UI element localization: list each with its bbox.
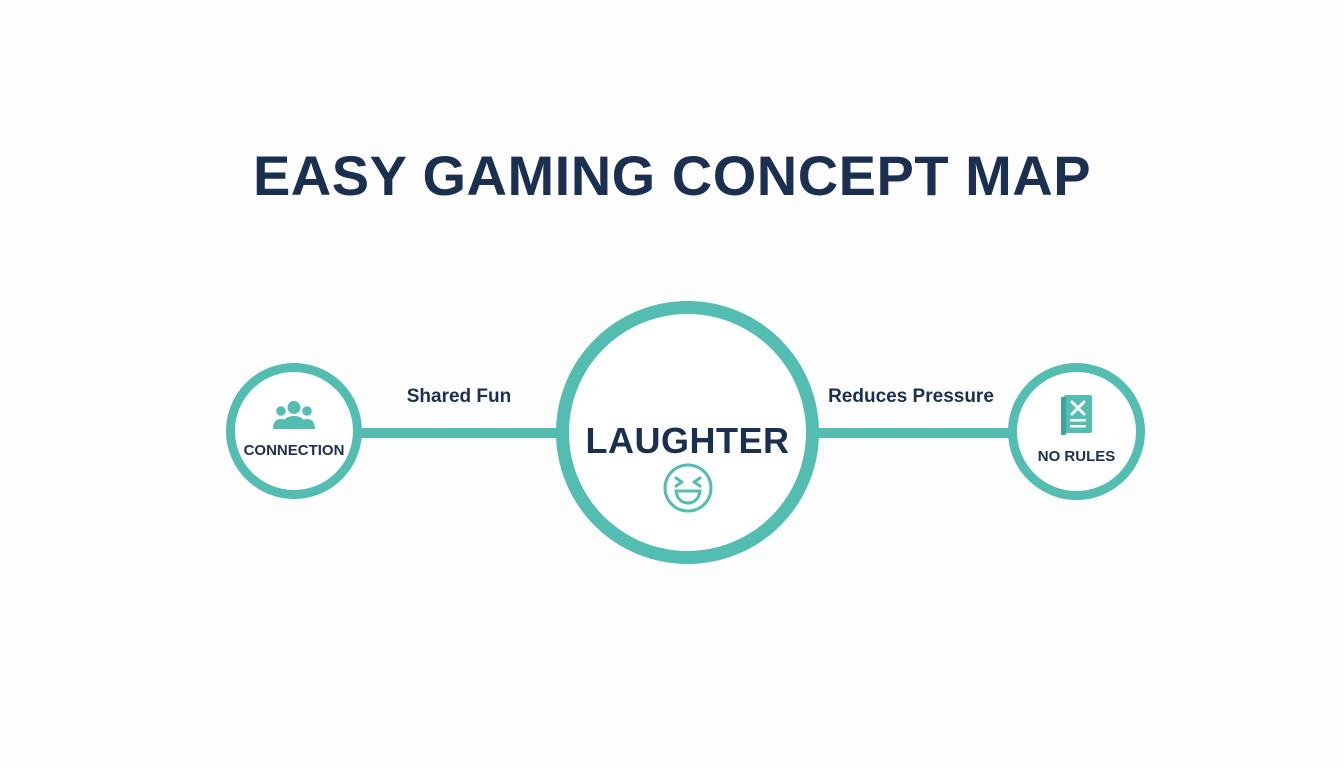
rulebook-crossed-icon	[1060, 394, 1094, 441]
laughing-face-icon	[662, 462, 714, 519]
people-group-icon	[273, 400, 315, 435]
connector-left	[356, 428, 562, 438]
link-label-shared-fun: Shared Fun	[406, 386, 512, 407]
node-label-connection: CONNECTION	[243, 442, 345, 459]
node-no-rules: NO RULES	[1008, 363, 1145, 500]
connector-right	[812, 428, 1017, 438]
link-label-reduces-pressure: Reduces Pressure	[828, 386, 994, 407]
diagram-title: EASY GAMING CONCEPT MAP	[252, 144, 1092, 207]
node-connection: CONNECTION	[226, 363, 362, 499]
node-laughter: LAUGHTER	[556, 301, 819, 564]
node-label-no-rules: NO RULES	[1037, 448, 1116, 465]
node-label-laughter: LAUGHTER	[585, 420, 790, 461]
